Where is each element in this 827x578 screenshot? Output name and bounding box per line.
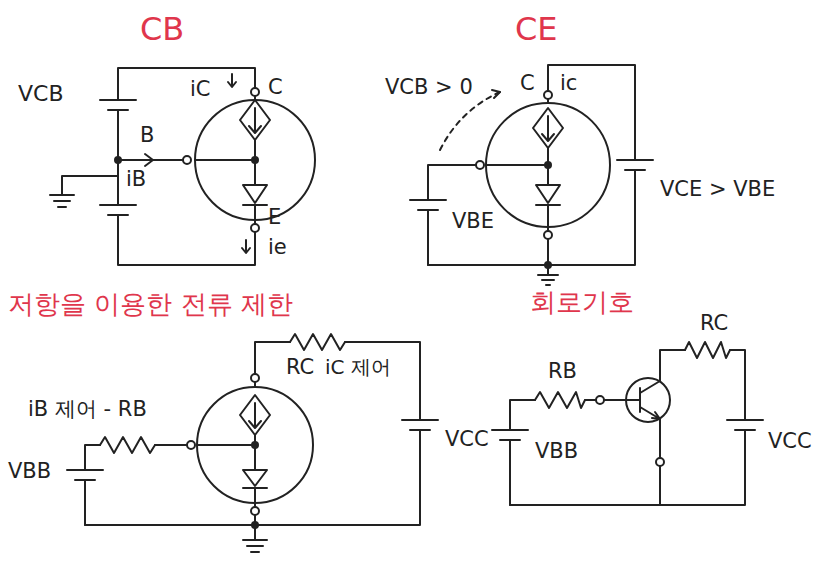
section-heading: 저항을 이용한 전류 제한 bbox=[8, 290, 293, 319]
current-label: iC bbox=[190, 78, 211, 101]
voltage-label: VBE bbox=[452, 210, 494, 233]
resistor-label: RC bbox=[286, 356, 314, 379]
condition-label: VCB > 0 bbox=[385, 76, 473, 99]
current-label: iB bbox=[126, 168, 146, 191]
voltage-label: VBB bbox=[535, 440, 578, 463]
section-heading: 회로기호 bbox=[530, 288, 634, 317]
terminal-label: C bbox=[520, 72, 535, 95]
resistor-label: RC bbox=[700, 312, 728, 335]
condition-label: VCE > VBE bbox=[660, 178, 775, 201]
section-heading: CB bbox=[140, 12, 184, 47]
voltage-label: VCC bbox=[768, 430, 812, 453]
voltage-label: VCC bbox=[445, 428, 489, 451]
resistor-limited-circuit bbox=[67, 334, 438, 552]
current-label: ic bbox=[560, 72, 577, 95]
control-note: iC 제어 bbox=[325, 356, 391, 378]
voltage-label: VCB bbox=[18, 82, 64, 106]
terminal-label: E bbox=[268, 206, 281, 229]
voltage-label: VBB bbox=[8, 460, 51, 483]
section-heading: CE bbox=[515, 12, 558, 47]
cb-circuit bbox=[50, 68, 315, 265]
resistor-label: RB bbox=[548, 360, 577, 383]
current-label: ie bbox=[268, 236, 287, 259]
terminal-label: B bbox=[140, 124, 154, 147]
terminal-label: C bbox=[268, 76, 283, 99]
control-note: iB 제어 - RB bbox=[28, 398, 147, 421]
symbol-circuit bbox=[492, 342, 763, 505]
